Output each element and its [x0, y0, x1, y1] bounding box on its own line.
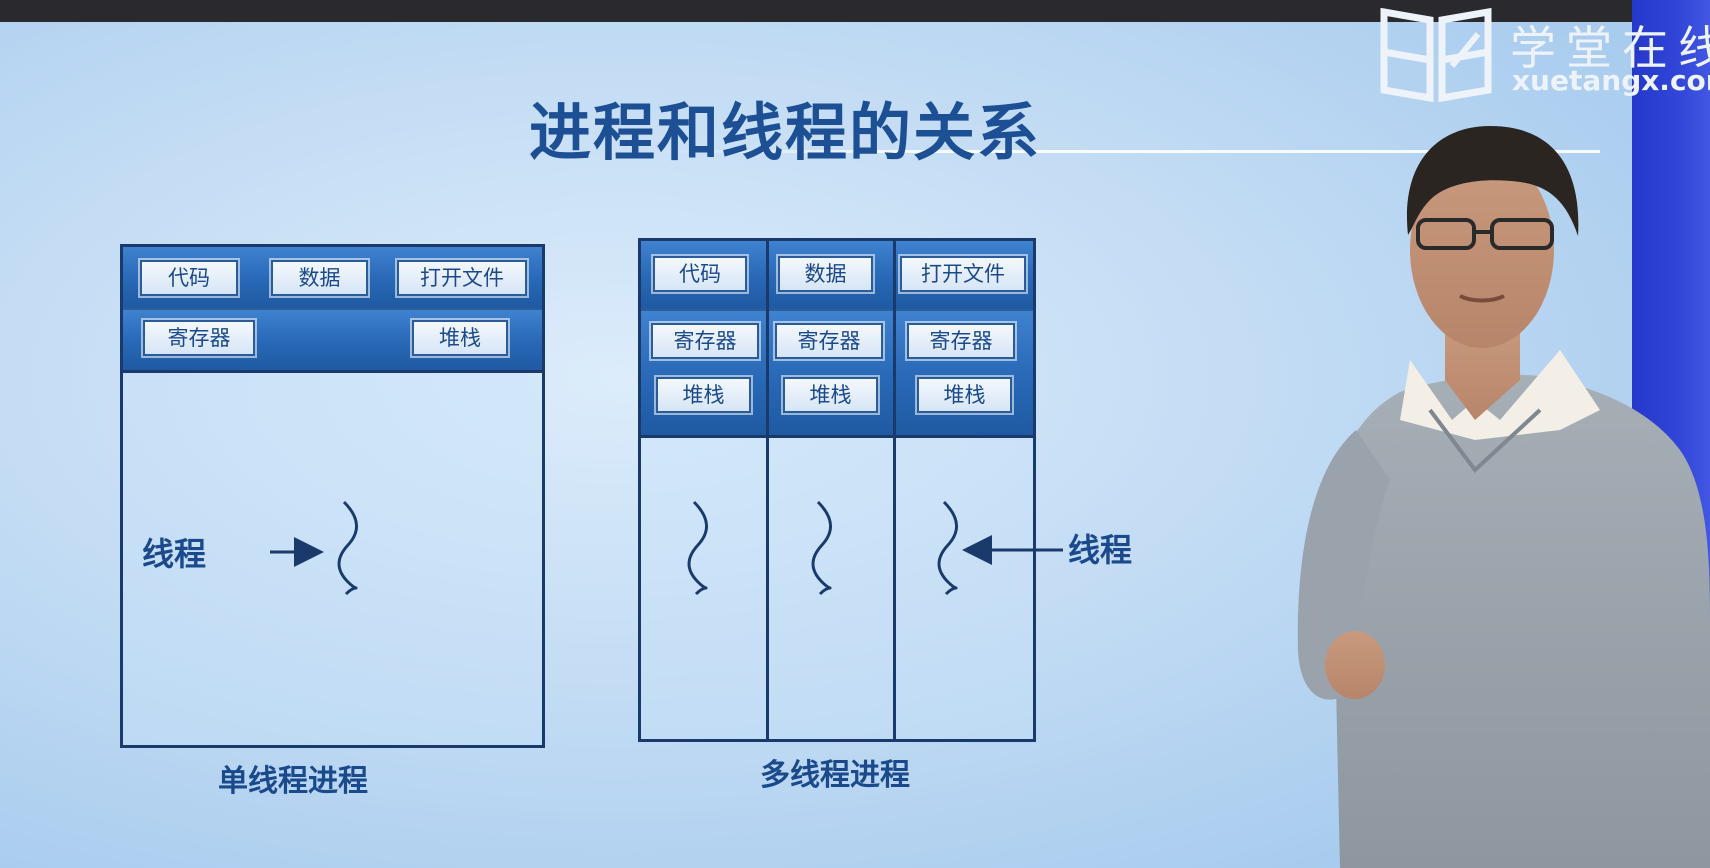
shared-resources-band: 代码 数据 打开文件	[123, 247, 542, 310]
title-rule	[640, 150, 1600, 153]
logo-url: xuetangx.com	[1512, 64, 1710, 97]
shared-resources-band: 代码 数据 打开文件	[641, 241, 1033, 311]
thread-2-registers-chip: 寄存器	[775, 323, 883, 359]
thread-squiggle	[811, 500, 832, 596]
thread-column-divider	[893, 241, 896, 739]
thread-1-registers-chip: 寄存器	[651, 323, 759, 359]
thread-column-divider	[766, 241, 769, 739]
thread-3-stack-chip: 堆栈	[917, 377, 1012, 413]
thread-3-registers-chip: 寄存器	[907, 323, 1015, 359]
data-chip: 数据	[271, 260, 368, 296]
multi-thread-label: 线程	[1068, 531, 1133, 569]
per-thread-band: 寄存器 堆栈 寄存器 堆栈 寄存器 堆栈	[641, 311, 1033, 438]
slide-title: 进程和线程的关系	[528, 96, 1041, 169]
single-thread-caption: 单线程进程	[218, 764, 368, 799]
thread-squiggle	[687, 500, 708, 596]
code-chip: 代码	[140, 260, 238, 296]
thread-1-stack-chip: 堆栈	[656, 377, 751, 413]
single-thread-label: 线程	[142, 535, 207, 573]
stack-chip: 堆栈	[412, 320, 508, 356]
logo-title: 学堂在线	[1510, 21, 1710, 75]
thread-resources-band: 寄存器 堆栈	[123, 310, 542, 373]
thread-squiggle	[937, 500, 958, 596]
top-bar	[0, 0, 1710, 22]
data-chip: 数据	[778, 256, 873, 292]
single-thread-process-box: 代码 数据 打开文件 寄存器 堆栈	[120, 244, 545, 748]
code-chip: 代码	[653, 256, 747, 292]
thread-2-stack-chip: 堆栈	[783, 377, 878, 413]
multi-thread-process-box: 代码 数据 打开文件 寄存器 堆栈 寄存器 堆栈 寄存器 堆栈	[638, 238, 1036, 742]
multi-thread-caption: 多线程进程	[760, 758, 910, 793]
registers-chip: 寄存器	[143, 320, 255, 356]
book-logo-icon	[1380, 7, 1492, 103]
open-files-chip: 打开文件	[900, 256, 1026, 292]
xuetangx-logo: 学堂在线 xuetangx.com	[1378, 6, 1710, 106]
thread-squiggle	[337, 500, 358, 596]
open-files-chip: 打开文件	[397, 260, 527, 296]
